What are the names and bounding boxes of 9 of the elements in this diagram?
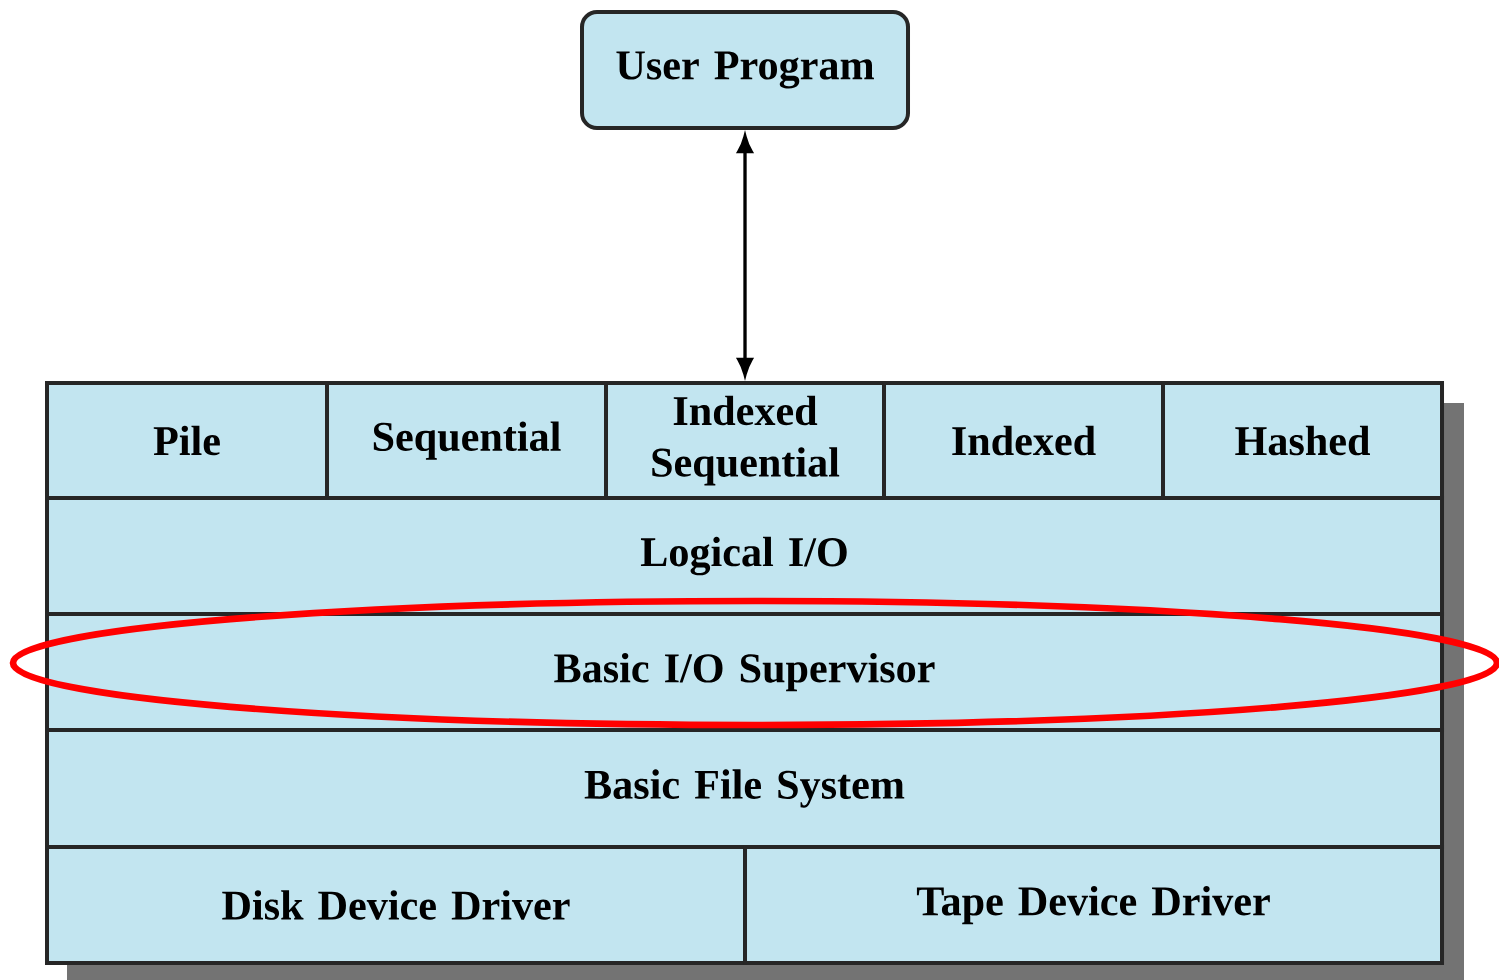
module-box: Disk Device Driver <box>45 845 747 965</box>
module-box: Pile <box>45 381 329 500</box>
module-box: Indexed Sequential <box>604 381 886 500</box>
module-box: Hashed <box>1161 381 1444 500</box>
layer-box: Basic I/O Supervisor <box>45 612 1444 732</box>
module-box: Tape Device Driver <box>743 845 1444 965</box>
module-box: Sequential <box>325 381 608 500</box>
module-box: Indexed <box>882 381 1165 500</box>
program-box: User Program <box>580 10 910 130</box>
